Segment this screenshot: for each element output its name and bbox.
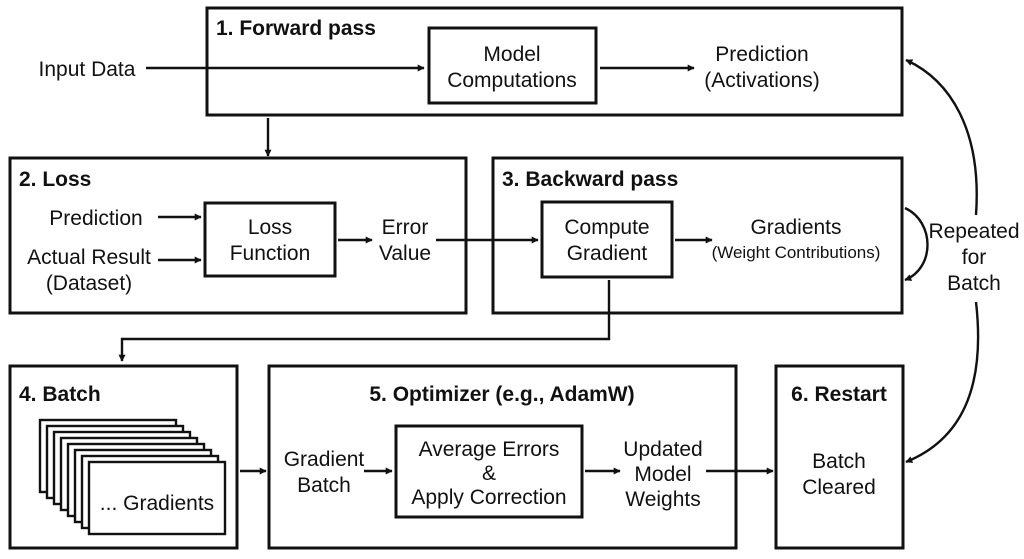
forward-prediction-line1: Prediction xyxy=(715,43,808,66)
loss-function-box xyxy=(203,201,337,278)
restart-title: 6. Restart xyxy=(791,383,887,406)
actual-result-line1: Actual Result xyxy=(27,246,151,269)
repeated-line1: Repeated xyxy=(928,220,1019,243)
gradients-card-label: ... Gradients xyxy=(100,492,214,515)
repeated-line2: for xyxy=(962,246,987,269)
gradient-batch-line1: Gradient xyxy=(284,448,365,471)
loss-prediction-label: Prediction xyxy=(49,207,142,230)
input-data-label: Input Data xyxy=(39,58,136,81)
average-errors-box xyxy=(394,424,584,519)
restart-panel xyxy=(774,364,905,550)
average-errors-line1: Average Errors xyxy=(419,438,560,461)
error-value-line2: Value xyxy=(379,242,431,265)
backward-pass-title: 3. Backward pass xyxy=(502,168,678,191)
updated-weights-line1: Updated xyxy=(623,438,702,461)
loss-function-line1: Loss xyxy=(248,216,292,239)
gradient-to-batch-arrow xyxy=(118,280,611,362)
loss-function-line2: Function xyxy=(230,242,311,265)
loop-to-restart-arrow xyxy=(905,301,980,464)
error-value-line1: Error xyxy=(382,216,429,239)
batch-title: 4. Batch xyxy=(19,383,101,406)
average-errors-line2: & xyxy=(482,462,496,485)
gradients-label: Gradients xyxy=(750,216,841,239)
forward-pass-title: 1. Forward pass xyxy=(216,17,376,40)
compute-gradient-line2: Gradient xyxy=(567,242,648,265)
batch-cleared-line2: Cleared xyxy=(802,476,876,499)
loop-to-forward-arrow xyxy=(905,58,978,216)
updated-weights-line3: Weights xyxy=(625,488,700,511)
optimizer-title: 5. Optimizer (e.g., AdamW) xyxy=(369,383,634,406)
gradient-card-stack xyxy=(38,418,227,536)
gradient-batch-line2: Batch xyxy=(297,474,351,497)
gradients-self-loop-arrow xyxy=(904,206,929,282)
compute-gradient-line1: Compute xyxy=(564,216,649,239)
model-computations-line1: Model xyxy=(483,43,540,66)
loss-title: 2. Loss xyxy=(19,168,91,191)
model-computations-box xyxy=(427,26,598,105)
actual-result-line2: (Dataset) xyxy=(46,272,132,295)
batch-cleared-line1: Batch xyxy=(812,450,866,473)
average-errors-line3: Apply Correction xyxy=(411,486,566,509)
repeated-line3: Batch xyxy=(947,272,1001,295)
weight-contributions-label: (Weight Contributions) xyxy=(712,243,881,262)
updated-weights-line2: Model xyxy=(634,463,691,486)
compute-gradient-box xyxy=(540,200,674,279)
forward-prediction-line2: (Activations) xyxy=(704,69,820,92)
model-computations-line2: Computations xyxy=(447,69,577,92)
